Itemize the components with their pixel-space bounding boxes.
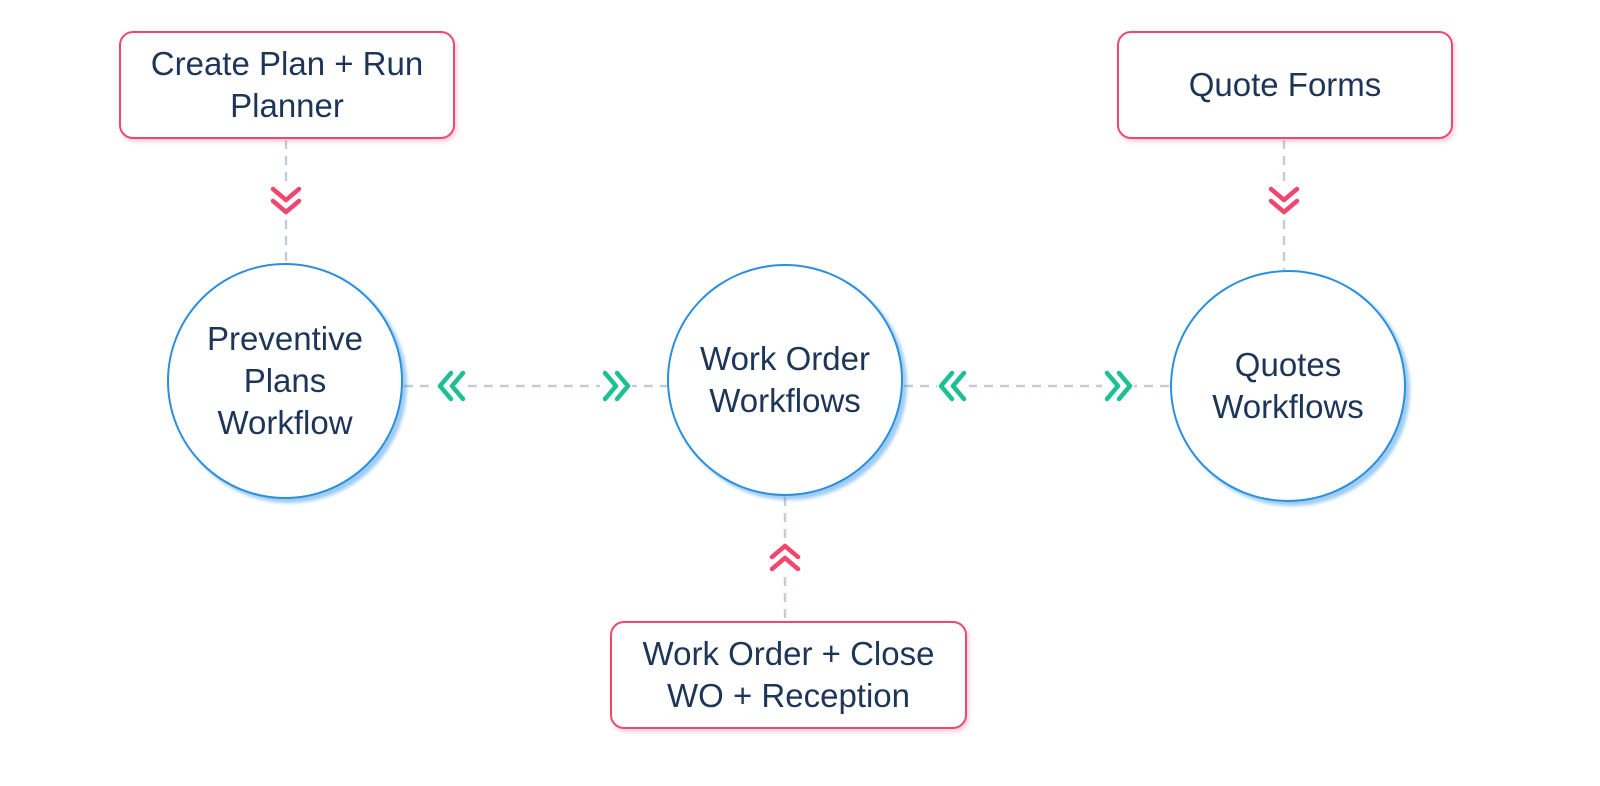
quotes-workflows-node: Quotes Workflows <box>1170 270 1406 502</box>
work-order-close-wo-reception-box: Work Order + Close WO + Reception <box>610 621 967 729</box>
create-plan-run-planner-box: Create Plan + Run Planner <box>119 31 455 139</box>
preventive-plans-workflow-node: Preventive Plans Workflow <box>167 263 403 499</box>
quotes-workflows-label: Quotes Workflows <box>1212 346 1364 425</box>
double-chevron-left-icon <box>937 370 969 402</box>
double-chevron-down-icon <box>270 184 302 216</box>
double-chevron-right-icon <box>1102 370 1134 402</box>
work-order-close-wo-reception-label: Work Order + Close WO + Reception <box>642 635 935 714</box>
quote-forms-label: Quote Forms <box>1188 66 1382 103</box>
double-chevron-down-icon <box>1268 184 1300 216</box>
create-plan-run-planner-label: Create Plan + Run Planner <box>150 45 424 124</box>
double-chevron-up-icon <box>769 542 801 574</box>
preventive-plans-workflow-label: Preventive Plans Workflow <box>207 320 363 441</box>
work-order-workflows-node: Work Order Workflows <box>667 264 903 496</box>
double-chevron-left-icon <box>436 370 468 402</box>
quote-forms-box: Quote Forms <box>1117 31 1453 139</box>
work-order-workflows-label: Work Order Workflows <box>700 340 870 419</box>
double-chevron-right-icon <box>600 370 632 402</box>
